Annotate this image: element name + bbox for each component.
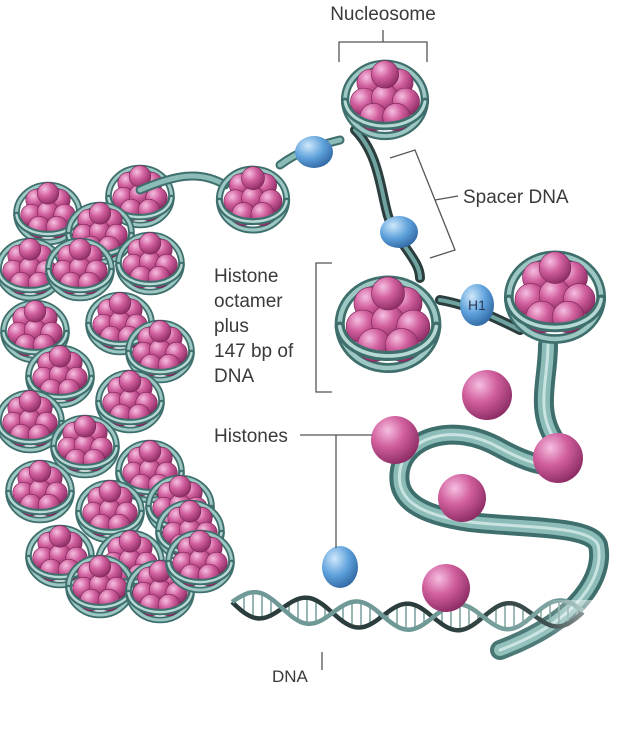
nucleosome-bracket (338, 41, 428, 62)
nucleosomes (215, 59, 607, 374)
spacer-dna-label: Spacer DNA (463, 187, 569, 208)
fiber-nucleosome (65, 554, 135, 619)
histone-core (188, 530, 212, 553)
linker-histones (295, 136, 494, 588)
octamer-label-line-5: DNA (214, 366, 254, 387)
octamer-label-line-3: plus (214, 316, 249, 337)
free-histone (371, 416, 419, 464)
octamer-bracket (315, 262, 332, 393)
dna-wrap-front-highlight (337, 324, 439, 358)
histone-core (138, 440, 162, 463)
helix-fade (440, 600, 620, 680)
histone-core (18, 390, 42, 413)
dna-wrap-front-highlight (15, 213, 81, 236)
dna-wrap-front-highlight (77, 511, 143, 534)
histone-core (371, 276, 405, 311)
dna-wrap-front-highlight (52, 446, 118, 469)
free-histone (533, 433, 583, 483)
linker-histone (380, 216, 418, 248)
nucleosome-label: Nucleosome (330, 4, 436, 25)
dna-wrap-front-highlight (127, 591, 193, 614)
fiber-nucleosome (125, 319, 195, 384)
histone-core (118, 370, 142, 393)
fiber-nucleosome (75, 479, 145, 544)
dna-wrap-front-highlight (2, 331, 68, 354)
histone-core (178, 500, 202, 523)
fiber-nucleosome (5, 459, 75, 524)
histone-core (73, 415, 97, 438)
nucleosome-right (503, 250, 607, 344)
dna-wrap-front-highlight (343, 100, 427, 128)
histone-core (48, 525, 72, 548)
histone-core (68, 238, 92, 261)
dna-wrap-front-highlight (97, 401, 163, 424)
dna-wrap-front-highlight (117, 263, 183, 286)
dna-wrap-front-highlight (167, 561, 233, 584)
free-h1-histone (322, 546, 358, 588)
octamer-label-line-1: Histone (214, 266, 278, 287)
histone-core (138, 232, 162, 255)
histone-core (148, 320, 172, 343)
histone-core (371, 60, 399, 89)
histone-core (88, 202, 112, 225)
free-histone (422, 564, 470, 612)
free-histones (371, 370, 583, 612)
histone-core (108, 292, 132, 315)
h1-label: H1 (468, 297, 486, 313)
fiber-nucleosome (50, 414, 120, 479)
histone-core (23, 300, 47, 323)
dna-label: DNA (272, 667, 309, 686)
dna-wrap-front-highlight (7, 491, 73, 514)
histone-core (118, 530, 142, 553)
linker-histone (295, 136, 333, 168)
histone-core (241, 166, 265, 190)
octamer-label-line-4: 147 bp of (214, 341, 294, 362)
histones-label: Histones (214, 426, 288, 447)
histone-core (18, 238, 42, 261)
nucleosome-string (215, 165, 291, 234)
dna-wrap-front-highlight (127, 351, 193, 374)
fiber-nucleosome (165, 529, 235, 594)
fiber-nucleosome (45, 237, 115, 302)
fiber-nucleosome (0, 299, 70, 364)
fiber-nucleosome (0, 237, 65, 302)
h1-histone (460, 284, 494, 326)
histone-core (88, 555, 112, 578)
histone-core (28, 460, 52, 483)
histone-core (36, 182, 60, 205)
nucleosome-highlighted (340, 59, 430, 141)
octamer-label-line-2: octamer (214, 291, 283, 312)
dna-wrap-front-highlight (27, 376, 93, 399)
free-histone (438, 474, 486, 522)
fiber-nucleosome (105, 164, 175, 229)
chromatin-fiber (0, 164, 235, 624)
fiber-nucleosome (95, 369, 165, 434)
histone-core (48, 345, 72, 368)
histone-core (98, 480, 122, 503)
fiber-nucleosome (25, 524, 95, 589)
histone-core (538, 251, 572, 284)
free-histone (462, 370, 512, 420)
dna-wrap-front-highlight (47, 269, 113, 292)
nucleosome-octamer (334, 275, 442, 374)
dna-wrap-front-highlight (507, 297, 603, 330)
fiber-nucleosome (125, 559, 195, 624)
dna-wrap-front-highlight (218, 199, 288, 223)
histone-core (168, 475, 192, 498)
fiber-nucleosome (115, 231, 185, 296)
annotations: Nucleosome Spacer DNA Histone octamer pl… (214, 4, 569, 686)
